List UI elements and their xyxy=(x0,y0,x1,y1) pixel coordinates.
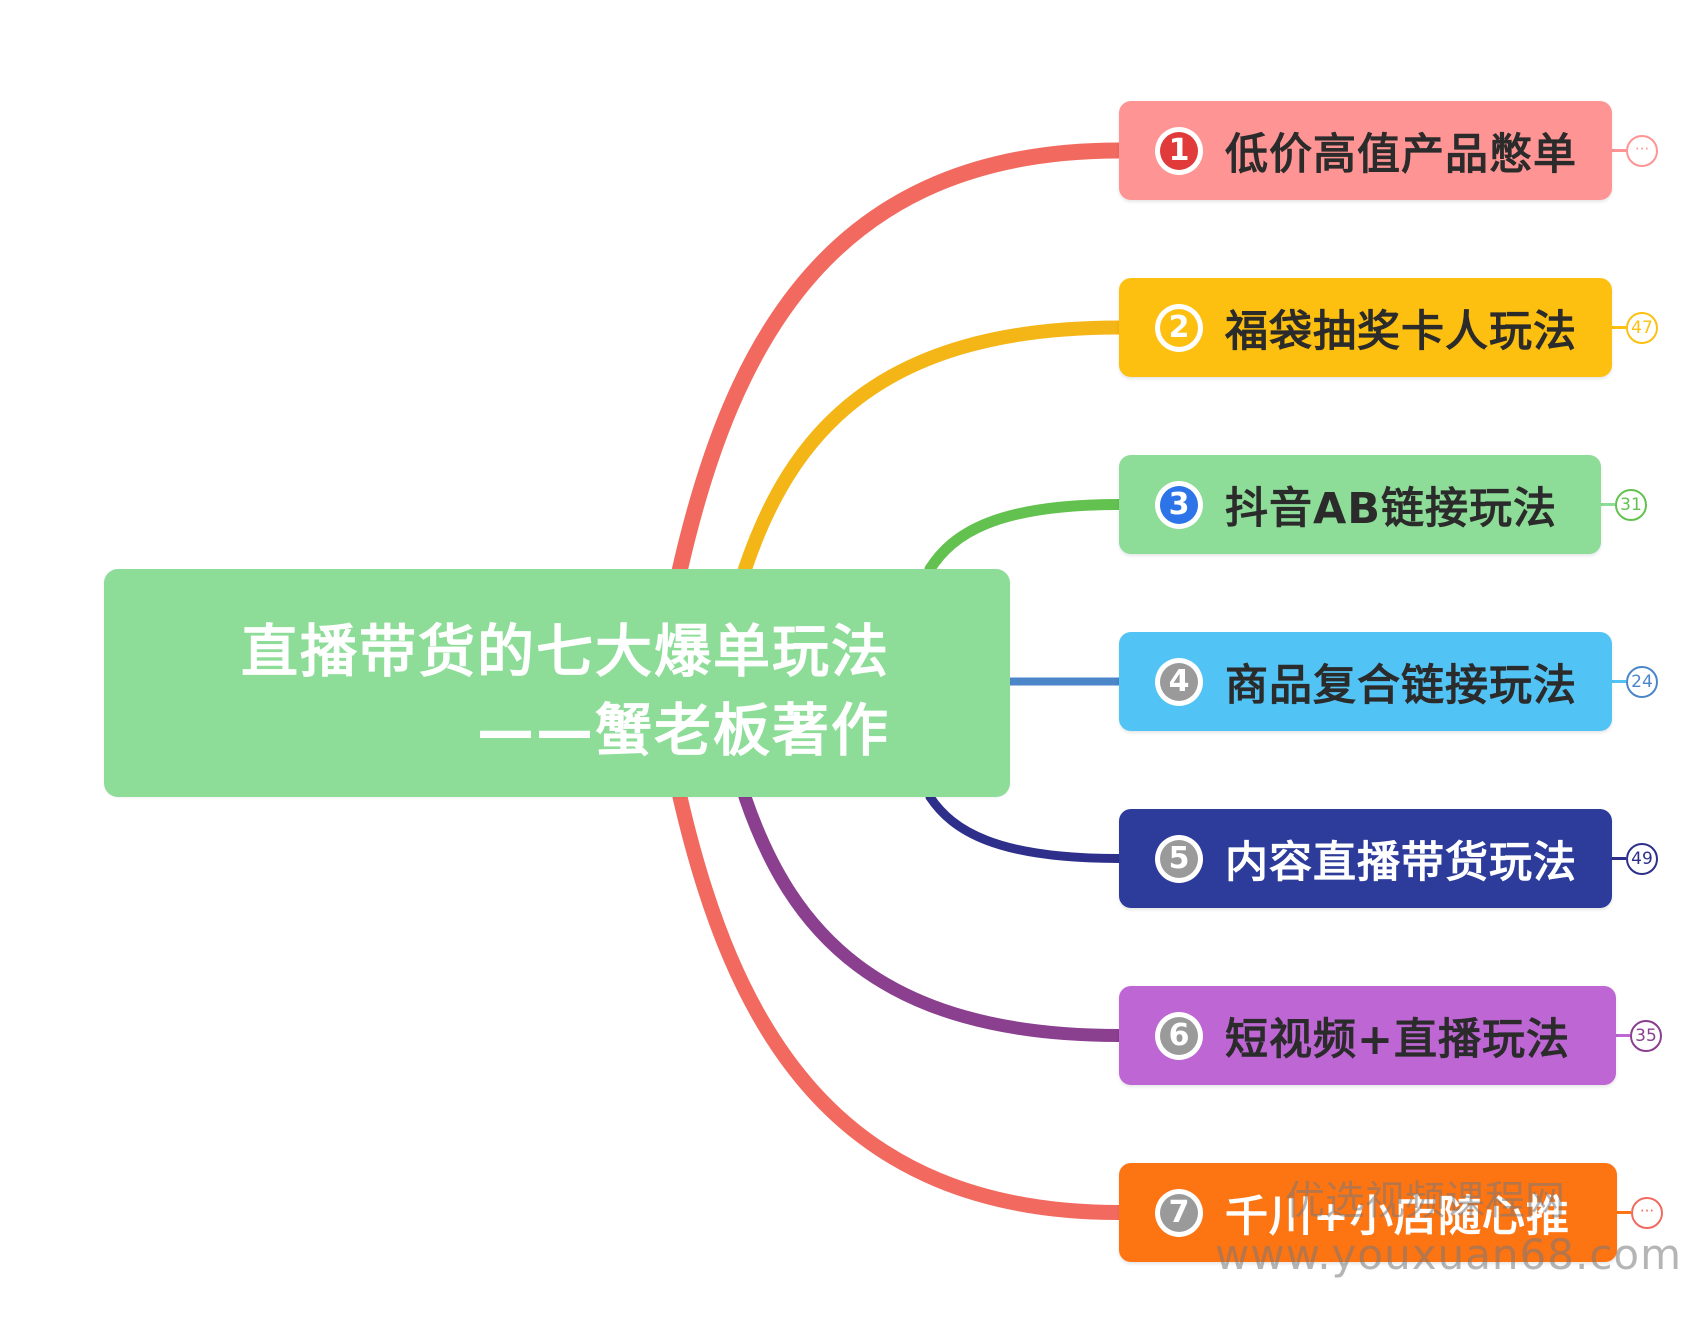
branch-label: 福袋抽奖卡人玩法 xyxy=(1225,306,1577,357)
branch-topic-2[interactable]: 2 福袋抽奖卡人玩法 xyxy=(1119,278,1612,377)
subtopic-count-badge[interactable]: 47 xyxy=(1626,311,1658,344)
branch-topic-6[interactable]: 6 短视频+直播玩法 xyxy=(1119,986,1616,1085)
number-badge-value: 4 xyxy=(1160,662,1198,701)
number-badge-icon: 7 xyxy=(1155,1188,1203,1237)
collapse-more-icon[interactable]: ··· xyxy=(1631,1196,1663,1229)
branch-topic-1[interactable]: 1 低价高值产品憋单 xyxy=(1119,101,1612,200)
connector-branch-6 xyxy=(738,790,1126,1042)
connector-branch-7 xyxy=(672,789,1127,1220)
count-value: 24 xyxy=(1631,671,1653,692)
number-badge-icon: 6 xyxy=(1155,1011,1203,1060)
root-author: ——蟹老板著作 xyxy=(477,698,890,764)
number-badge-value: 5 xyxy=(1160,839,1198,878)
count-value: 35 xyxy=(1635,1025,1657,1046)
number-badge-value: 1 xyxy=(1160,131,1198,170)
root-title: 直播带货的七大爆单玩法 xyxy=(241,619,890,685)
subtopic-count-badge[interactable]: 35 xyxy=(1630,1019,1662,1052)
number-badge-icon: 3 xyxy=(1155,480,1203,529)
branch-label: 千川+小店随心推 xyxy=(1225,1191,1571,1242)
number-badge-value: 7 xyxy=(1160,1193,1198,1232)
branch-label: 抖音AB链接玩法 xyxy=(1225,483,1558,534)
number-badge-value: 6 xyxy=(1160,1016,1198,1055)
branch-label: 商品复合链接玩法 xyxy=(1225,660,1577,711)
subtopic-count-badge[interactable]: 24 xyxy=(1626,665,1658,698)
subtopic-count-badge[interactable]: 31 xyxy=(1615,488,1647,521)
root-topic[interactable]: 直播带货的七大爆单玩法 ——蟹老板著作 xyxy=(104,569,1010,797)
branch-label: 内容直播带货玩法 xyxy=(1225,837,1577,888)
connector-branch-2 xyxy=(738,320,1126,576)
branch-topic-3[interactable]: 3 抖音AB链接玩法 xyxy=(1119,455,1601,554)
number-badge-icon: 2 xyxy=(1155,303,1203,352)
number-badge-icon: 1 xyxy=(1155,126,1203,175)
branch-label: 低价高值产品憋单 xyxy=(1225,129,1577,180)
number-badge-icon: 5 xyxy=(1155,834,1203,883)
watermark-url: www.youxuan68.com xyxy=(1215,1230,1683,1279)
subtopic-count-badge[interactable]: 49 xyxy=(1626,842,1658,875)
branch-topic-5[interactable]: 5 内容直播带货玩法 xyxy=(1119,809,1612,908)
count-value: ··· xyxy=(1639,1202,1655,1220)
connector-branch-3 xyxy=(924,499,1125,575)
number-badge-icon: 4 xyxy=(1155,657,1203,706)
watermark-site-name: 优选视频课程网 xyxy=(1285,1178,1565,1224)
branch-label: 短视频+直播玩法 xyxy=(1225,1014,1571,1065)
connector-branch-1 xyxy=(672,142,1127,577)
collapse-more-icon[interactable]: ··· xyxy=(1626,134,1658,167)
number-badge-value: 2 xyxy=(1160,308,1198,347)
number-badge-value: 3 xyxy=(1160,485,1198,524)
branch-topic-7[interactable]: 7 千川+小店随心推 xyxy=(1119,1163,1617,1262)
branch-topic-4[interactable]: 4 商品复合链接玩法 xyxy=(1119,632,1612,731)
count-value: ··· xyxy=(1634,140,1650,158)
count-value: 31 xyxy=(1620,494,1642,515)
connector-branch-5 xyxy=(925,792,1124,863)
count-value: 47 xyxy=(1631,317,1653,338)
count-value: 49 xyxy=(1631,848,1653,869)
